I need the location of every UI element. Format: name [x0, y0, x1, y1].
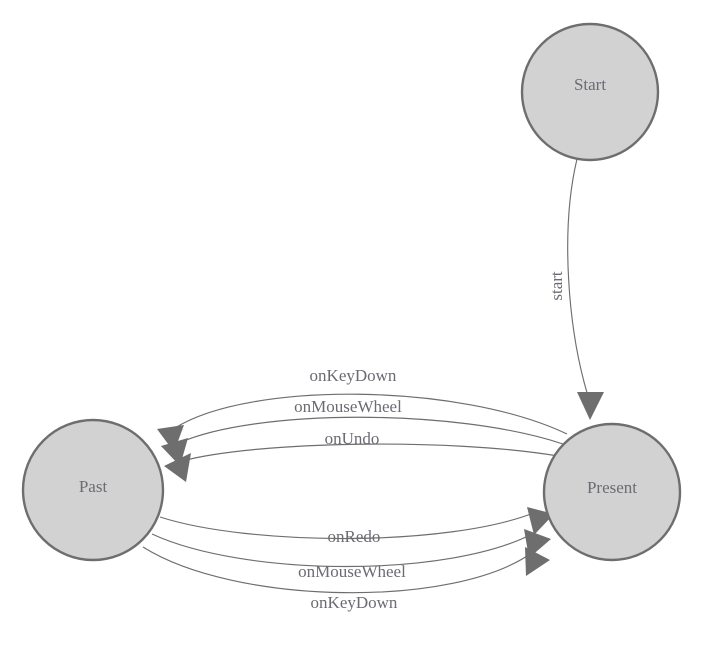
edge-path-present-to-past-onundo — [181, 443, 559, 462]
edge-present-to-past-onkeydown[interactable]: onKeyDown — [157, 366, 568, 452]
arrowhead-present-to-past-onkeydown — [157, 425, 184, 452]
edge-present-to-past-onundo[interactable]: onUndo — [164, 429, 559, 482]
node-start-circle — [520, 22, 660, 162]
edge-label-start-to-present: start — [547, 271, 566, 301]
edge-label-present-to-past-onkeydown: onKeyDown — [310, 366, 397, 385]
edge-label-past-to-present-onmousewheel: onMouseWheel — [298, 562, 406, 581]
edge-path-past-to-present-onmousewheel — [151, 532, 535, 568]
arrowhead-start-to-present — [577, 392, 604, 420]
edge-path-start-to-present — [567, 158, 589, 397]
edge-path-present-to-past-onkeydown — [174, 393, 568, 435]
edge-label-past-to-present-onkeydown: onKeyDown — [311, 593, 398, 612]
edge-past-to-present-onredo[interactable]: onRedo — [159, 507, 554, 546]
node-past-circle — [21, 418, 165, 562]
arrowhead-present-to-past-onundo — [164, 453, 191, 482]
node-past[interactable]: Past — [21, 418, 165, 562]
edge-path-present-to-past-onmousewheel — [178, 416, 564, 445]
node-past-label: Past — [79, 477, 108, 496]
edge-label-present-to-past-onmousewheel: onMouseWheel — [294, 397, 402, 416]
node-start[interactable]: Start — [520, 22, 660, 162]
edge-label-past-to-present-onredo: onRedo — [328, 527, 381, 546]
edge-past-to-present-onkeydown[interactable]: onKeyDown — [142, 546, 550, 612]
edge-start-to-present[interactable]: start — [547, 158, 604, 420]
node-present-label: Present — [587, 478, 637, 497]
node-present[interactable]: Present — [542, 422, 682, 562]
edge-present-to-past-onmousewheel[interactable]: onMouseWheel — [161, 397, 564, 466]
node-present-circle — [542, 422, 682, 562]
edge-path-past-to-present-onredo — [159, 511, 537, 540]
edge-label-present-to-past-onundo: onUndo — [325, 429, 380, 448]
edge-path-past-to-present-onkeydown — [142, 546, 534, 594]
node-start-label: Start — [574, 75, 606, 94]
arrowhead-past-to-present-onkeydown — [525, 547, 550, 576]
